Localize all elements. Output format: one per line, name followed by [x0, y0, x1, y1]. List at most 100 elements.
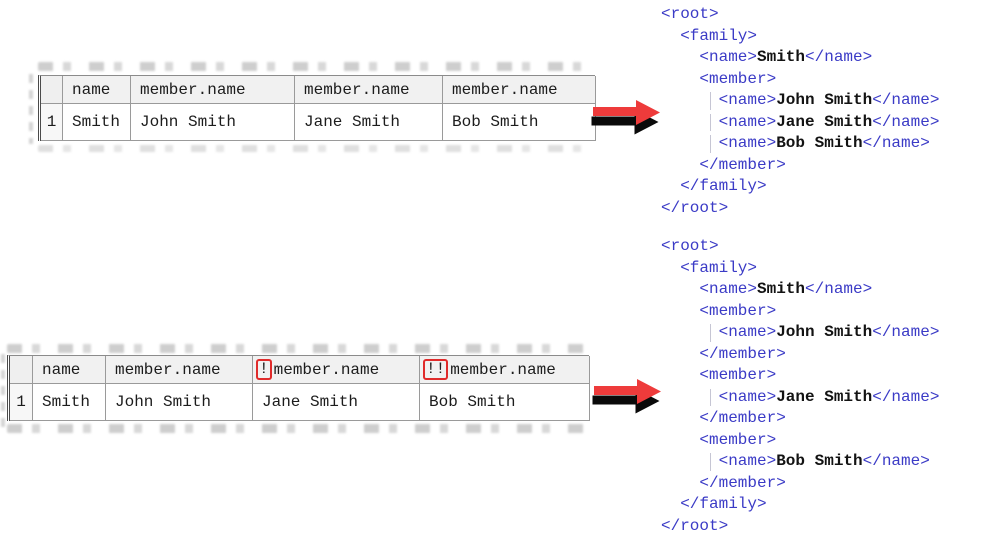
row-header-corner[interactable] — [10, 356, 33, 384]
arrow-right-icon — [592, 379, 661, 414]
cropped-column-artifact — [29, 74, 33, 144]
table-cell[interactable]: Bob Smith — [420, 384, 590, 421]
xml-code-line: <member> — [661, 301, 939, 323]
xml-tag-token: <member> — [699, 366, 777, 384]
table-cell[interactable]: John Smith — [106, 384, 253, 421]
column-header[interactable]: name — [63, 76, 131, 104]
flatten-marker-badge: ! — [256, 359, 272, 380]
indent-guide-line — [709, 92, 711, 110]
indent-guide-line — [709, 388, 711, 406]
xml-code-line: </family> — [661, 494, 939, 516]
xml-tag-token: <root> — [661, 237, 719, 255]
indent-guide-line — [709, 135, 711, 153]
xml-tag-token: <member> — [699, 69, 777, 88]
xml-code-line: </root> — [661, 198, 939, 220]
column-header-label: member.name — [273, 360, 380, 379]
indent-guide-line — [709, 453, 711, 471]
column-header[interactable]: member.name — [106, 356, 253, 384]
row-header-corner[interactable] — [41, 76, 63, 104]
xml-tag-token: </member> — [699, 344, 786, 363]
xml-tag-token: <name> — [699, 280, 757, 298]
row-number[interactable]: 1 — [10, 384, 33, 421]
xml-tag-token: </family> — [680, 495, 767, 513]
xml-code-line: <root> — [661, 4, 939, 26]
cropped-row-artifact — [38, 145, 595, 152]
xml-tag-token: <member> — [699, 430, 777, 449]
xml-code-line: <name>John Smith</name> — [661, 90, 939, 112]
xml-code-line: <name>Smith</name> — [661, 279, 939, 301]
xml-tag-token: <family> — [680, 26, 757, 45]
xml-value-token: Bob Smith — [776, 134, 863, 152]
column-header[interactable]: !member.name — [253, 356, 420, 384]
xml-code-line: <name>John Smith</name> — [661, 322, 939, 344]
xml-code-line: </member> — [661, 473, 939, 495]
row-number[interactable]: 1 — [41, 104, 63, 141]
xml-code-line: </root> — [661, 516, 939, 538]
xml-tag-token: <name> — [718, 91, 777, 109]
xml-tag-token: </root> — [661, 516, 729, 535]
xml-tag-token: <name> — [718, 112, 777, 131]
xml-output-bottom[interactable]: <root><family><name>Smith</name><member>… — [661, 236, 939, 537]
xml-tag-token: </name> — [872, 112, 940, 131]
table-cell[interactable]: Bob Smith — [443, 104, 596, 141]
xml-code-line: <name>Bob Smith</name> — [661, 451, 939, 473]
column-header[interactable]: member.name — [295, 76, 443, 104]
xml-value-token: Jane Smith — [776, 112, 873, 131]
column-header[interactable]: member.name — [443, 76, 596, 104]
table-cell[interactable]: Jane Smith — [253, 384, 420, 421]
column-header[interactable]: member.name — [131, 76, 295, 104]
xml-tag-token: </name> — [872, 323, 940, 341]
xml-tag-token: <member> — [699, 301, 777, 320]
xml-tag-token: </name> — [805, 48, 873, 66]
column-header-label: member.name — [304, 80, 410, 99]
cropped-row-artifact — [7, 424, 589, 433]
column-header-label: member.name — [115, 360, 221, 379]
xml-tag-token: <root> — [661, 5, 719, 23]
table-cell[interactable]: John Smith — [131, 104, 295, 141]
table-cell[interactable]: Smith — [63, 104, 131, 141]
xml-code-line: <family> — [661, 258, 939, 280]
xml-value-token: Jane Smith — [776, 387, 873, 406]
xml-tag-token: </root> — [661, 198, 729, 217]
xml-tag-token: </name> — [872, 91, 940, 109]
xml-code-line: <name>Smith</name> — [661, 47, 939, 69]
xml-tag-token: <name> — [699, 48, 757, 66]
column-header-label: member.name — [140, 80, 246, 99]
indent-guide-line — [709, 324, 711, 342]
column-header-label: name — [42, 360, 81, 379]
xml-code-line: <family> — [661, 26, 939, 48]
xml-value-token: John Smith — [776, 91, 873, 109]
xml-code-line: <name>Jane Smith</name> — [661, 112, 939, 134]
xml-tag-token: </name> — [862, 452, 930, 470]
table-cell[interactable]: Smith — [33, 384, 106, 421]
column-header-label: member.name — [450, 360, 556, 379]
column-header-label: name — [72, 80, 111, 99]
xml-tag-token: <name> — [718, 387, 777, 406]
xml-output-top[interactable]: <root><family><name>Smith</name><member>… — [661, 4, 939, 219]
xml-tag-token: </member> — [699, 473, 786, 492]
xml-code-line: </member> — [661, 155, 939, 177]
column-header[interactable]: !!member.name — [420, 356, 590, 384]
xml-code-line: <root> — [661, 236, 939, 258]
xml-code-line: <name>Bob Smith</name> — [661, 133, 939, 155]
cropped-row-artifact — [7, 344, 589, 353]
xml-tag-token: <name> — [718, 452, 777, 470]
cropped-row-artifact — [38, 62, 595, 71]
xml-tag-token: <name> — [718, 323, 777, 341]
column-header[interactable]: name — [33, 356, 106, 384]
xml-tag-token: <family> — [680, 258, 757, 277]
table-cell[interactable]: Jane Smith — [295, 104, 443, 141]
xml-code-line: </family> — [661, 176, 939, 198]
cropped-column-artifact — [1, 354, 5, 432]
xml-tag-token: </member> — [699, 155, 786, 174]
xml-value-token: Smith — [757, 280, 806, 298]
xml-value-token: Smith — [757, 48, 806, 66]
xml-code-line: </member> — [661, 408, 939, 430]
xml-tag-token: <name> — [718, 134, 777, 152]
indent-guide-line — [709, 113, 711, 131]
xml-tag-token: </family> — [680, 177, 767, 195]
